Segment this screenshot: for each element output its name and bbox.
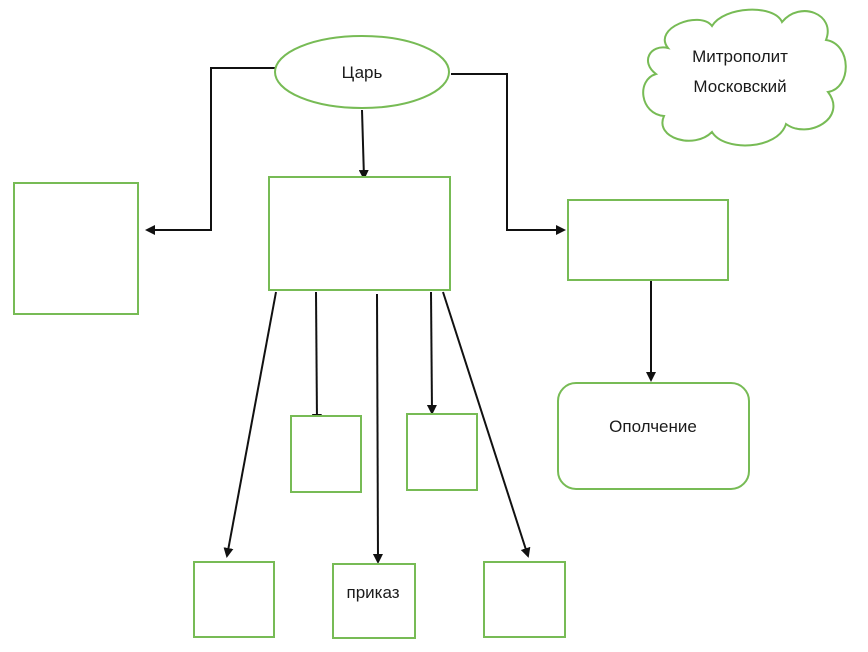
militia-label: Ополчение <box>609 417 697 436</box>
node-mid-b <box>406 413 478 491</box>
edge-central-mid-b <box>426 291 437 415</box>
edge-central-bottom-prikaz <box>372 293 383 564</box>
node-militia <box>557 382 750 490</box>
node-left <box>13 182 139 315</box>
edge-tsar-left <box>145 67 278 235</box>
node-central <box>268 176 451 291</box>
edge-central-mid-a <box>311 291 322 424</box>
node-bottom-prikaz <box>332 563 416 639</box>
edge-tsar-central <box>358 109 369 180</box>
metropolitan-label-line2: Московский <box>693 77 786 96</box>
edges <box>145 67 656 564</box>
edge-tsar-right <box>451 73 566 235</box>
prikaz-label: приказ <box>346 583 399 602</box>
node-metropolitan-cloud <box>642 8 847 147</box>
node-mid-a <box>290 415 362 493</box>
node-bottom-c <box>483 561 566 638</box>
edge-central-bottom-c <box>442 291 531 558</box>
metropolitan-label-line1: Митрополит <box>692 47 788 66</box>
node-bottom-a <box>193 561 275 638</box>
labels: Царь Ополчение приказ Митрополит Московс… <box>342 47 788 602</box>
tsar-label: Царь <box>342 63 383 82</box>
nodes <box>13 8 847 639</box>
node-tsar <box>274 35 450 109</box>
edge-central-bottom-a <box>223 291 277 558</box>
node-right <box>567 199 729 281</box>
